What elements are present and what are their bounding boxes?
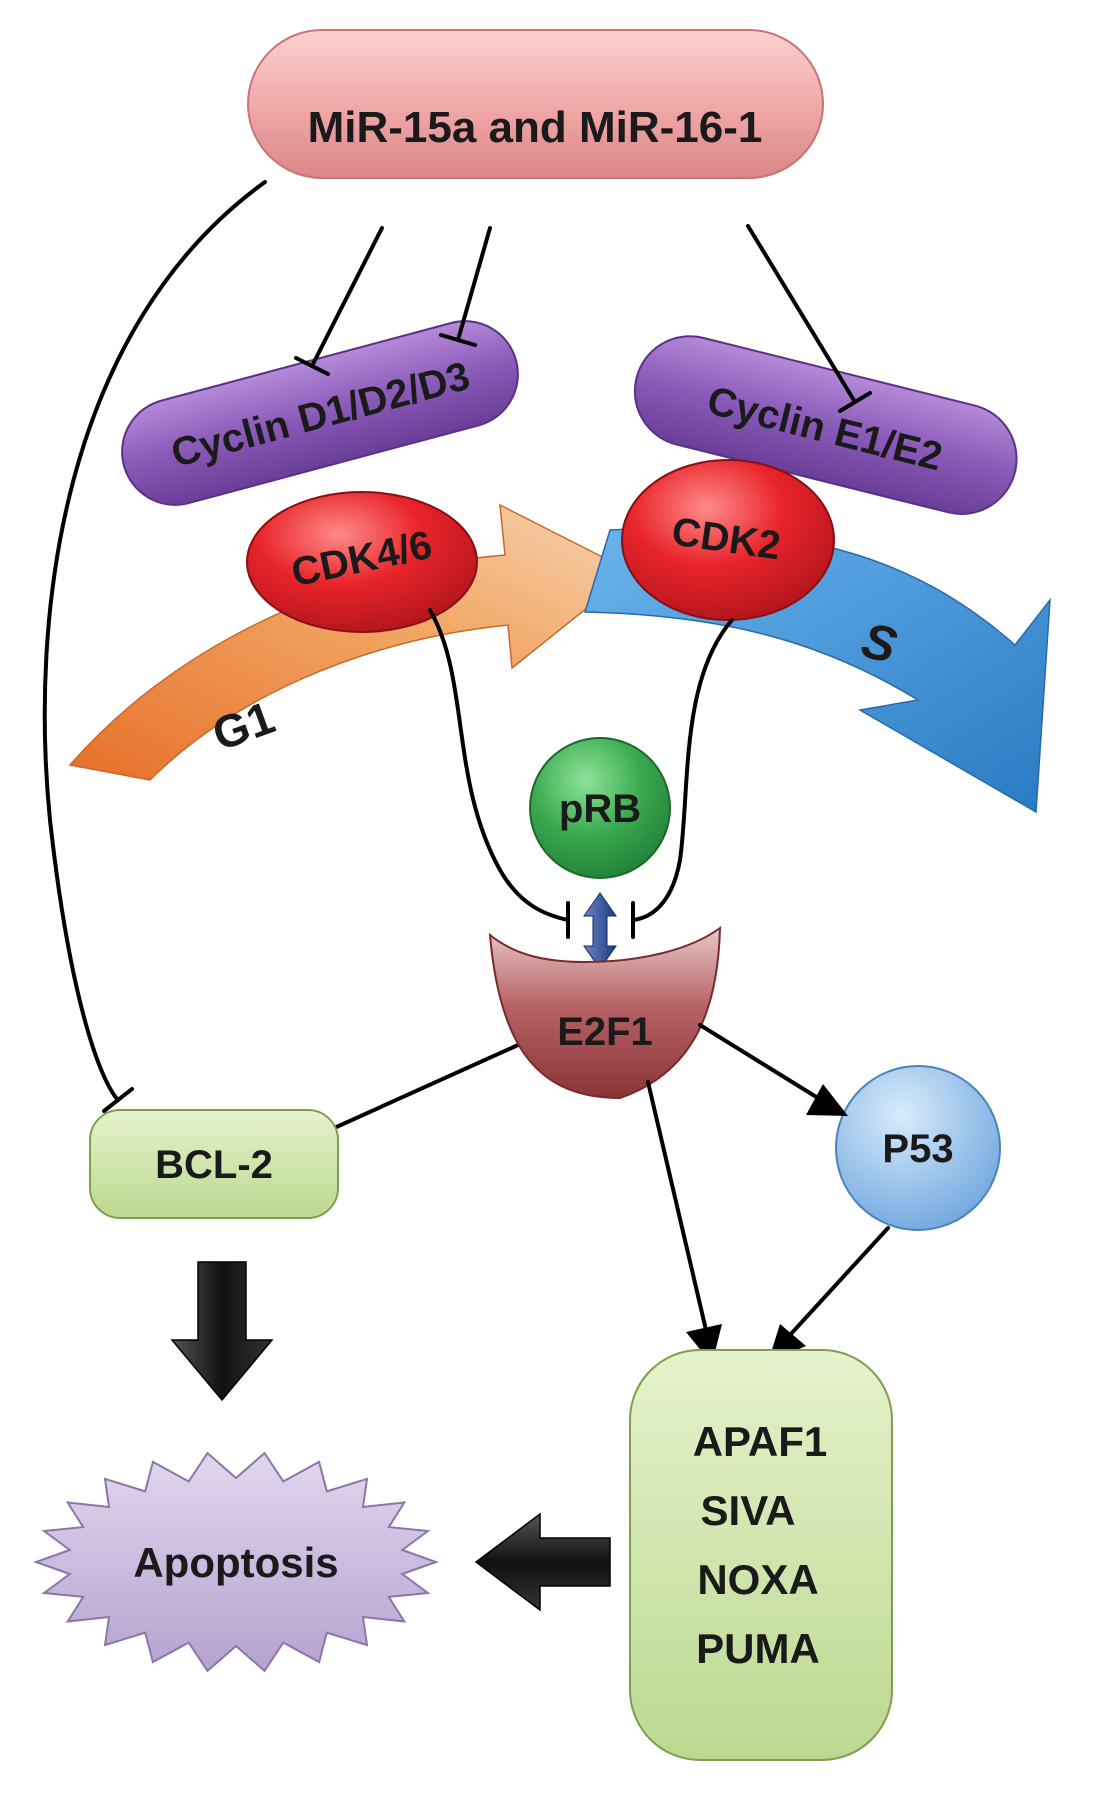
targets-to-apoptosis-block-arrow xyxy=(474,1512,611,1612)
prb-label: pRB xyxy=(559,787,641,831)
cdk46-inhibits-prb-e2f1-line xyxy=(428,608,570,922)
e2f1-node xyxy=(488,925,722,1100)
bcl2-inhibition-bar-left xyxy=(102,1087,134,1113)
cdk2-inhibits-prb-e2f1-line xyxy=(631,618,734,922)
p53-activates-targets-line xyxy=(788,1226,890,1337)
cyclin-d-inhibition-bar-a xyxy=(294,356,330,376)
target-gene-noxa: NOXA xyxy=(697,1556,818,1603)
target-gene-apaf1: APAF1 xyxy=(693,1418,828,1465)
p53-label: P53 xyxy=(882,1127,953,1171)
cyclin-d-inhibition-bar-b xyxy=(439,333,477,347)
apoptosis-node xyxy=(33,1451,439,1673)
bcl2-to-apoptosis-block-arrow xyxy=(170,1261,274,1402)
cdk2-node xyxy=(621,459,835,621)
g1-phase-arrow xyxy=(68,503,634,781)
target-gene-puma: PUMA xyxy=(696,1625,820,1672)
bcl2-node xyxy=(89,1109,339,1219)
e2f1-inhibits-bcl2-line xyxy=(310,1043,520,1140)
cyclin-e-inhibition-bar xyxy=(838,391,872,413)
mirna-inhibits-bcl2-line xyxy=(42,180,267,1102)
e2f1-activates-targets-line xyxy=(646,1080,708,1332)
mirna-inhibits-cyclin-d-line-b xyxy=(456,226,492,342)
apoptosis-label: Apoptosis xyxy=(133,1539,338,1586)
e2f1-label: E2F1 xyxy=(557,1010,653,1054)
mirna-label: MiR-15a and MiR-16-1 xyxy=(308,103,763,152)
mirna-node xyxy=(247,29,824,179)
e2f1-activates-p53-line xyxy=(698,1023,820,1100)
prb-node xyxy=(529,737,671,879)
p53-node xyxy=(835,1065,1001,1231)
cyclin-e-node xyxy=(633,335,1018,515)
cdk46-node xyxy=(246,491,478,633)
mirna-inhibits-cyclin-e-line xyxy=(746,224,857,404)
target-gene-siva: SIVA xyxy=(701,1487,796,1534)
mirna-inhibits-cyclin-d-line-a xyxy=(310,226,384,368)
prb-e2f1-binding-arrow xyxy=(583,892,617,970)
target-genes-node xyxy=(629,1349,893,1761)
p53-arrowhead xyxy=(806,1084,848,1116)
bcl2-label: BCL-2 xyxy=(155,1143,273,1187)
